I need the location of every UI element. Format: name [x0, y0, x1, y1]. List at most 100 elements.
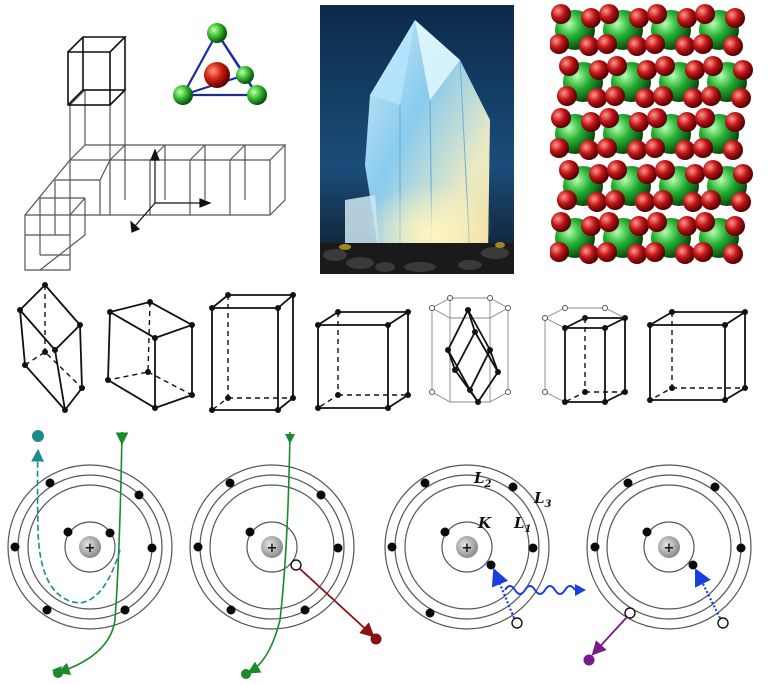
model-atom-red — [693, 34, 713, 54]
model-atom-red — [675, 140, 695, 160]
model-atom-red — [559, 56, 579, 76]
model-atom-red — [655, 160, 675, 180]
svg-text:+: + — [267, 541, 278, 556]
model-atom-red — [653, 190, 673, 210]
unit-cell-orthorhombic — [314, 309, 412, 411]
model-atom-red — [693, 138, 713, 158]
model-atom-red — [581, 112, 601, 132]
model-atom-red — [683, 192, 703, 212]
atom-fluorescence: + L2 L3 K L1 — [384, 464, 586, 630]
model-atom-red — [559, 160, 579, 180]
model-atom-red — [675, 36, 695, 56]
model-atom-red — [605, 86, 625, 106]
nucleus-icon — [456, 536, 478, 558]
model-atom-red — [635, 192, 655, 212]
model-atom-red — [579, 140, 599, 160]
model-atom-red — [587, 88, 607, 108]
unit-cell-tetragonal — [209, 292, 296, 413]
svg-text:+: + — [462, 541, 473, 556]
quartz-crystal-photo — [320, 5, 514, 274]
model-atom-red — [635, 88, 655, 108]
atom-diagrams-row: + + + L2 L3 — [7, 430, 752, 679]
model-atom-red — [695, 212, 715, 232]
model-atom-red — [597, 138, 617, 158]
unit-cell-monoclinic — [105, 299, 195, 411]
model-atom-red — [579, 244, 599, 264]
model-atom-red — [627, 140, 647, 160]
model-atom-red — [677, 112, 697, 132]
model-atom-red — [695, 108, 715, 128]
model-atom-red — [629, 216, 649, 236]
model-atom-red — [685, 164, 705, 184]
svg-text:+: + — [85, 541, 96, 556]
model-atom-red — [723, 244, 743, 264]
model-atom-red — [703, 56, 723, 76]
model-atom-red — [597, 242, 617, 262]
model-atom-red — [723, 36, 743, 56]
model-atom-red — [599, 4, 619, 24]
atom-elastic-scatter: + — [7, 430, 173, 678]
model-atom-red — [587, 192, 607, 212]
model-atom-red — [551, 108, 571, 128]
label-L2: L2 — [473, 469, 492, 490]
model-atom-red — [599, 108, 619, 128]
model-atom-red — [597, 34, 617, 54]
model-atom-red — [637, 164, 657, 184]
svg-text:+: + — [664, 541, 675, 556]
model-atom-red — [599, 212, 619, 232]
nucleus-icon — [658, 536, 680, 558]
model-atom-red — [647, 4, 667, 24]
model-atom-red — [733, 60, 753, 80]
label-K: K — [477, 514, 492, 532]
model-atom-red — [645, 34, 665, 54]
model-atom-red — [629, 112, 649, 132]
model-atom-red — [677, 8, 697, 28]
model-atom-red — [725, 8, 745, 28]
model-atom-red — [733, 164, 753, 184]
model-atom-red — [701, 86, 721, 106]
lattice-wireframe — [24, 36, 287, 271]
unit-cell-rhombohedral — [429, 295, 511, 405]
model-atom-red — [607, 160, 627, 180]
model-atom-red — [627, 244, 647, 264]
model-atom-red — [695, 4, 715, 24]
model-atom-red — [581, 8, 601, 28]
model-atom-red — [685, 60, 705, 80]
model-atom-red — [645, 138, 665, 158]
unit-cells-row — [17, 282, 749, 413]
atom-auger: + — [583, 464, 752, 666]
model-atom-red — [693, 242, 713, 262]
model-atom-red — [723, 140, 743, 160]
model-atom-red — [647, 108, 667, 128]
space-filling-crystal-model — [550, 4, 753, 264]
model-atom-red — [579, 36, 599, 56]
unit-cell-hexagonal — [542, 305, 628, 405]
model-atom-red — [627, 36, 647, 56]
label-L1: L1 — [513, 514, 532, 535]
model-atom-red — [589, 60, 609, 80]
unit-cell-cubic — [646, 309, 749, 403]
model-atom-red — [629, 8, 649, 28]
model-atom-red — [731, 192, 751, 212]
model-atom-red — [557, 86, 577, 106]
model-atom-red — [647, 212, 667, 232]
unit-cell-triclinic — [17, 282, 85, 413]
model-atom-red — [637, 60, 657, 80]
model-atom-red — [581, 216, 601, 236]
model-atom-red — [605, 190, 625, 210]
model-atom-red — [653, 86, 673, 106]
model-atom-red — [550, 138, 569, 158]
tetrahedral-molecule — [173, 23, 267, 105]
model-atom-red — [589, 164, 609, 184]
model-atom-red — [683, 88, 703, 108]
label-L3: L3 — [533, 489, 552, 510]
model-atom-red — [725, 216, 745, 236]
model-atom-red — [701, 190, 721, 210]
atom-ionization: + — [189, 431, 382, 679]
nucleus-icon — [261, 536, 283, 558]
model-atom-red — [607, 56, 627, 76]
model-atom-red — [731, 88, 751, 108]
model-atom-red — [677, 216, 697, 236]
model-atom-red — [645, 242, 665, 262]
model-atom-red — [550, 242, 569, 262]
